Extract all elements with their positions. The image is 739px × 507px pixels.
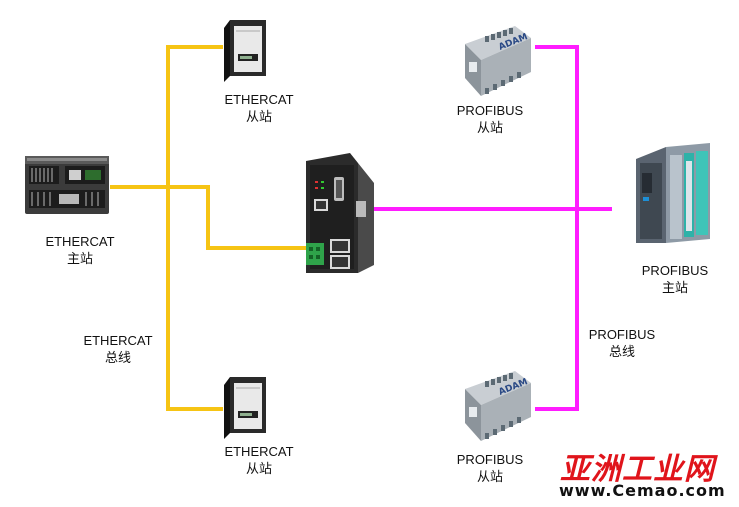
profibus-slave-bottom-label: PROFIBUS 从站 xyxy=(456,452,524,484)
ethercat-master-label: ETHERCAT 主站 xyxy=(45,234,115,266)
profibus-master-label: PROFIBUS 主站 xyxy=(641,263,709,295)
s7-plc-icon xyxy=(632,143,712,250)
ethercat-bus-lines xyxy=(110,45,306,411)
ethercat-branch-gateway xyxy=(206,187,306,250)
servo-drive-icon xyxy=(224,377,268,444)
ethercat-slave-top-label: ETHERCAT 从站 xyxy=(224,92,294,124)
watermark-brand: 亚洲工业网 xyxy=(560,452,715,487)
adam-module-icon: ADAM xyxy=(455,26,535,103)
ethercat-slave-bottom-label: ETHERCAT 从站 xyxy=(224,444,294,476)
ethercat-bus-label: ETHERCAT 总线 xyxy=(83,333,153,365)
profibus-bus-lines xyxy=(374,45,612,411)
adam-module-icon: ADAM xyxy=(455,371,535,448)
watermark-url: www.Cemao.com xyxy=(559,481,726,500)
profibus-bus-label: PROFIBUS 总线 xyxy=(588,327,656,359)
profibus-slave-top-label: PROFIBUS 从站 xyxy=(456,103,524,135)
servo-drive-icon xyxy=(224,20,268,87)
gateway-icon xyxy=(306,153,376,280)
plc-icon xyxy=(25,156,110,223)
